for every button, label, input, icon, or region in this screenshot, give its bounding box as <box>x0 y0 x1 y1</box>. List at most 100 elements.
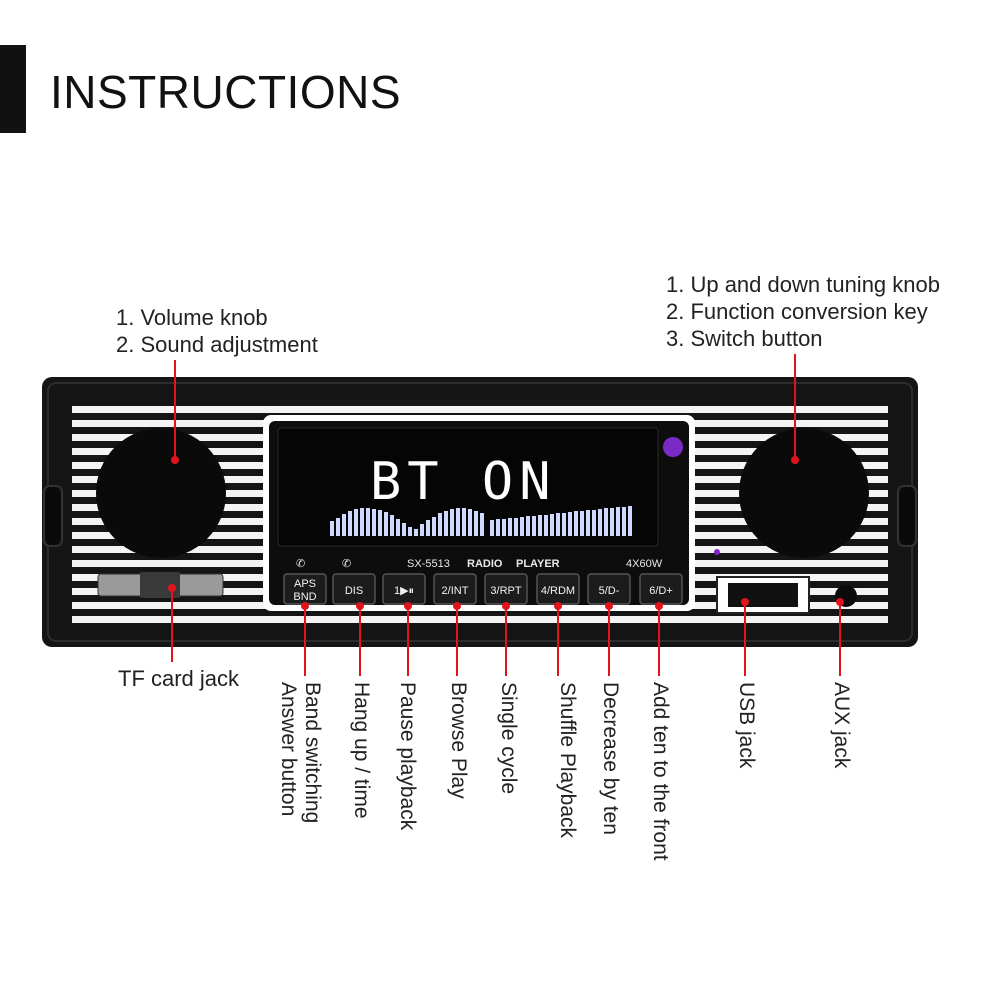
status-led <box>714 549 720 555</box>
spectrum-bar <box>592 510 596 536</box>
spectrum-bar <box>342 514 346 536</box>
button-pointer-1-dot <box>301 602 309 610</box>
right-knob-note-3: 3. Switch button <box>666 326 823 351</box>
spectrum-bar <box>568 512 572 536</box>
spectrum-bar <box>336 518 340 536</box>
label-aux: AUX jack <box>830 682 853 769</box>
spectrum-bar <box>532 516 536 536</box>
preset-button-6[interactable]: 4/RDM <box>536 573 580 605</box>
label-pause: Pause playback <box>396 682 419 831</box>
volume-knob-pointer-dot <box>171 456 179 464</box>
volume-knob[interactable] <box>96 428 226 558</box>
spectrum-bar <box>586 510 590 536</box>
preset-button-label: 6/D+ <box>649 585 673 597</box>
usb-pointer-dot <box>741 598 749 606</box>
spectrum-bar <box>556 513 560 536</box>
preset-button-3[interactable]: 1▶⏸ <box>382 573 426 605</box>
spectrum-bar <box>366 508 370 536</box>
player-label: PLAYER <box>516 558 560 570</box>
spectrum-bar <box>348 511 352 536</box>
spectrum-bar <box>622 507 626 536</box>
spectrum-bar <box>396 519 400 536</box>
right-side-clip <box>897 485 917 547</box>
spectrum-visualizer <box>330 506 632 536</box>
preset-button-7[interactable]: 5/D- <box>587 573 631 605</box>
spectrum-bar <box>402 523 406 536</box>
preset-button-label: 5/D- <box>599 585 620 597</box>
spectrum-bar <box>520 517 524 536</box>
preset-button-2[interactable]: DIS <box>332 573 376 605</box>
label-aps-bnd-line1: Answer button <box>277 682 300 817</box>
spectrum-bar <box>538 515 542 536</box>
spectrum-bar <box>444 511 448 536</box>
tuning-knob-pointer-dot <box>791 456 799 464</box>
phone-answer-icon: ✆ <box>296 558 305 570</box>
spectrum-bar <box>526 516 530 536</box>
label-single-cycle: Single cycle <box>497 682 520 795</box>
preset-button-label: 2/INT <box>442 585 469 597</box>
spectrum-bar <box>456 508 460 536</box>
title-accent-bar <box>0 45 26 133</box>
preset-button-4[interactable]: 2/INT <box>433 573 477 605</box>
spectrum-bar <box>432 517 436 536</box>
spectrum-bar <box>574 511 578 536</box>
spectrum-bar <box>420 524 424 536</box>
spectrum-bar <box>462 508 466 536</box>
label-usb: USB jack <box>735 682 758 769</box>
spectrum-bar <box>580 511 584 536</box>
spectrum-bar <box>408 527 412 536</box>
usb-jack[interactable] <box>728 583 798 607</box>
preset-button-label: 3/RPT <box>490 585 521 597</box>
spectrum-bar <box>562 513 566 536</box>
preset-button-label: APS <box>294 578 316 590</box>
radio-label: RADIO <box>467 558 503 570</box>
tf-card-label: TF card jack <box>118 666 240 691</box>
right-knob-note-1: 1. Up and down tuning knob <box>666 272 940 297</box>
model-label: SX-5513 <box>407 558 450 570</box>
spectrum-bar <box>550 514 554 536</box>
preset-button-face[interactable] <box>332 573 376 605</box>
pointer-lines <box>168 354 844 676</box>
right-knob-notes: 1. Up and down tuning knob 2. Function c… <box>666 271 940 352</box>
spectrum-bar <box>496 519 500 536</box>
left-knob-note-2: 2. Sound adjustment <box>116 332 318 357</box>
button-pointer-5-dot <box>502 602 510 610</box>
spectrum-bar <box>360 508 364 536</box>
indicator-light <box>663 437 683 457</box>
power-label: 4X60W <box>626 558 663 570</box>
button-pointer-8-dot <box>655 602 663 610</box>
left-side-clip <box>43 485 63 547</box>
lcd-display-text: BT ON <box>370 452 557 512</box>
left-knob-note-1: 1. Volume knob <box>116 305 268 330</box>
spectrum-bar <box>354 509 358 536</box>
phone-hangup-icon: ✆ <box>342 558 351 570</box>
spectrum-bar <box>544 515 548 536</box>
spectrum-bar <box>480 513 484 536</box>
spectrum-bar <box>610 508 614 536</box>
label-shuffle: Shuffle Playback <box>556 682 579 839</box>
spectrum-bar <box>378 510 382 536</box>
left-knob-notes: 1. Volume knob 2. Sound adjustment <box>116 304 318 358</box>
spectrum-bar <box>414 529 418 536</box>
faceplate-stripe <box>72 406 888 413</box>
spectrum-bar <box>450 509 454 536</box>
preset-button-8[interactable]: 6/D+ <box>639 573 683 605</box>
tuning-knob[interactable] <box>739 428 869 558</box>
spectrum-bar <box>616 507 620 536</box>
spectrum-bar <box>604 508 608 536</box>
tf-card-slot-inner <box>140 572 180 598</box>
right-knob-note-2: 2. Function conversion key <box>666 299 928 324</box>
button-pointer-6-dot <box>554 602 562 610</box>
label-decrease: Decrease by ten <box>599 682 622 835</box>
button-pointer-4-dot <box>453 602 461 610</box>
spectrum-bar <box>438 513 442 536</box>
faceplate-stripe <box>72 616 888 623</box>
label-browse: Browse Play <box>447 682 470 799</box>
preset-button-5[interactable]: 3/RPT <box>484 573 528 605</box>
preset-button-face[interactable] <box>382 573 426 605</box>
spectrum-bar <box>502 519 506 536</box>
spectrum-bar <box>490 520 494 536</box>
